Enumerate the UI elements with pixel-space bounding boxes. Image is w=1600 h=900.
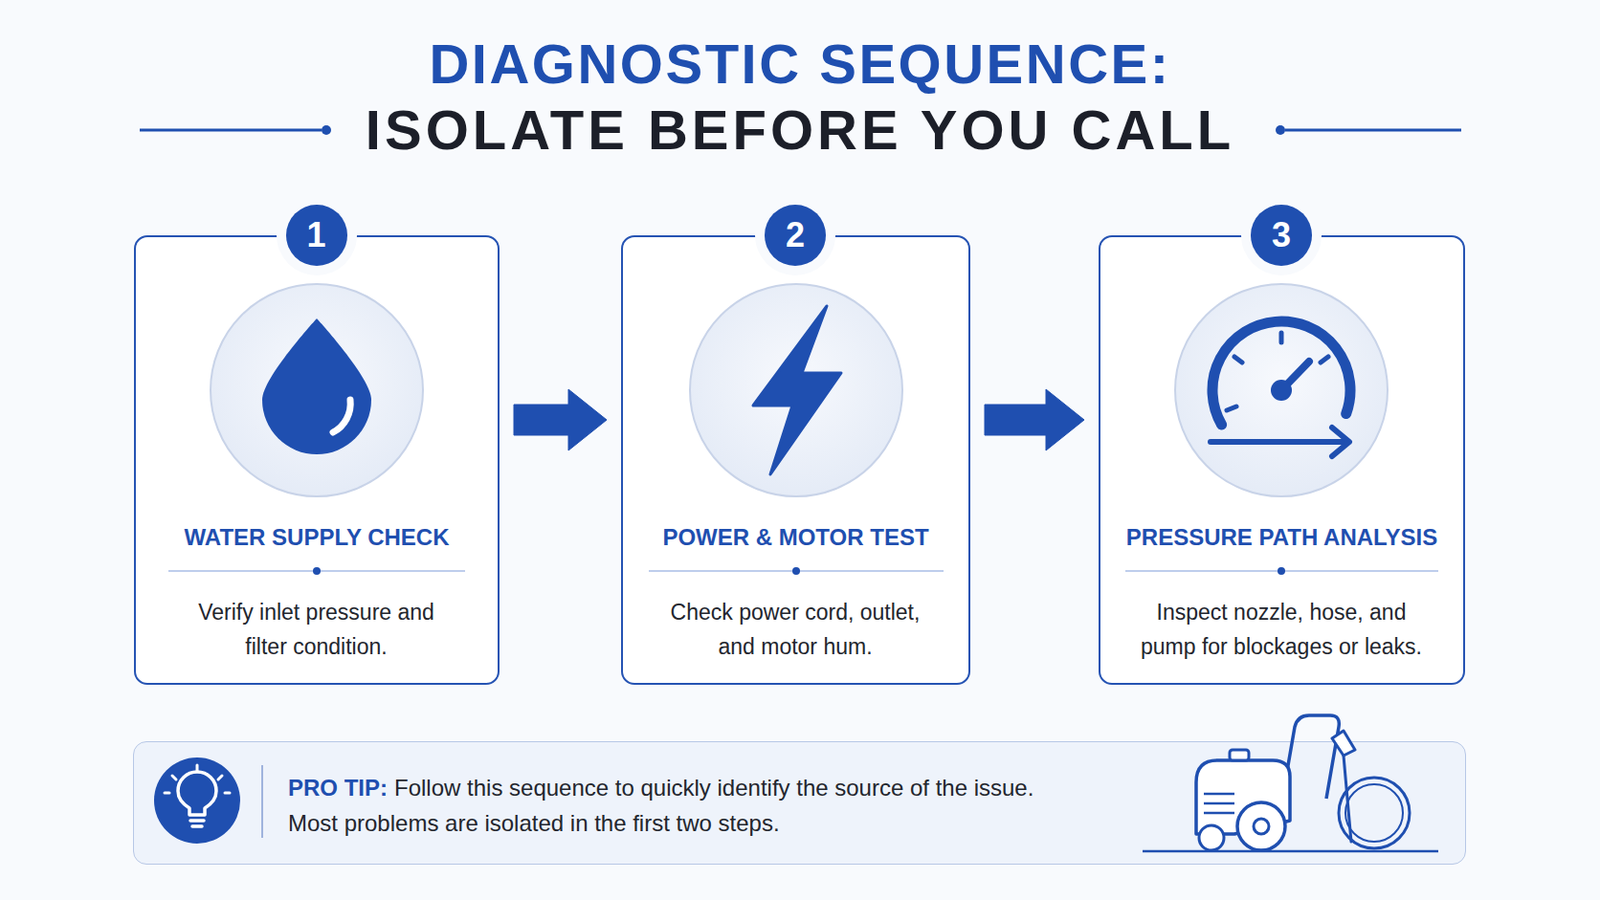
step-description: Check power cord, outlet, and motor hum. bbox=[661, 595, 930, 665]
step-number-badge: 1 bbox=[286, 204, 348, 267]
step-number: 1 bbox=[286, 204, 348, 267]
step-heading: WATER SUPPLY CHECK bbox=[135, 521, 498, 555]
tip-label: PRO TIP: bbox=[288, 775, 388, 801]
tip-box: PRO TIP:Follow this sequence to quickly … bbox=[133, 741, 1467, 866]
title-rule-dot bbox=[321, 125, 332, 135]
step-description: Verify inlet pressure and filter conditi… bbox=[182, 595, 451, 665]
step-number-badge: 3 bbox=[1250, 204, 1312, 267]
title-rule-dot bbox=[1275, 125, 1286, 135]
step-number: 3 bbox=[1250, 204, 1312, 267]
step-heading: POWER & MOTOR TEST bbox=[622, 521, 969, 555]
step-number-badge: 2 bbox=[764, 204, 826, 267]
flow-arrow bbox=[984, 389, 1085, 451]
title-rule bbox=[139, 129, 322, 133]
title-rule bbox=[1285, 129, 1462, 133]
step-card: POWER & MOTOR TEST Check power cord, outl… bbox=[621, 235, 971, 686]
step-number: 2 bbox=[764, 204, 826, 267]
flow-arrow bbox=[513, 389, 607, 451]
step-card: WATER SUPPLY CHECK Verify inlet pressure … bbox=[133, 235, 500, 686]
tip-text: Follow this sequence to quickly identify… bbox=[288, 775, 1034, 837]
step-description: Inspect nozzle, hose, and pump for block… bbox=[1133, 595, 1430, 665]
step-card: PRESSURE PATH ANALYSIS Inspect nozzle, ho… bbox=[1098, 235, 1466, 686]
subtitle: ISOLATE BEFORE YOU CALL bbox=[0, 96, 1600, 164]
tip-text-block: PRO TIP:Follow this sequence to quickly … bbox=[288, 770, 1059, 842]
step-heading: PRESSURE PATH ANALYSIS bbox=[1100, 521, 1464, 555]
title: DIAGNOSTIC SEQUENCE: bbox=[0, 30, 1600, 98]
